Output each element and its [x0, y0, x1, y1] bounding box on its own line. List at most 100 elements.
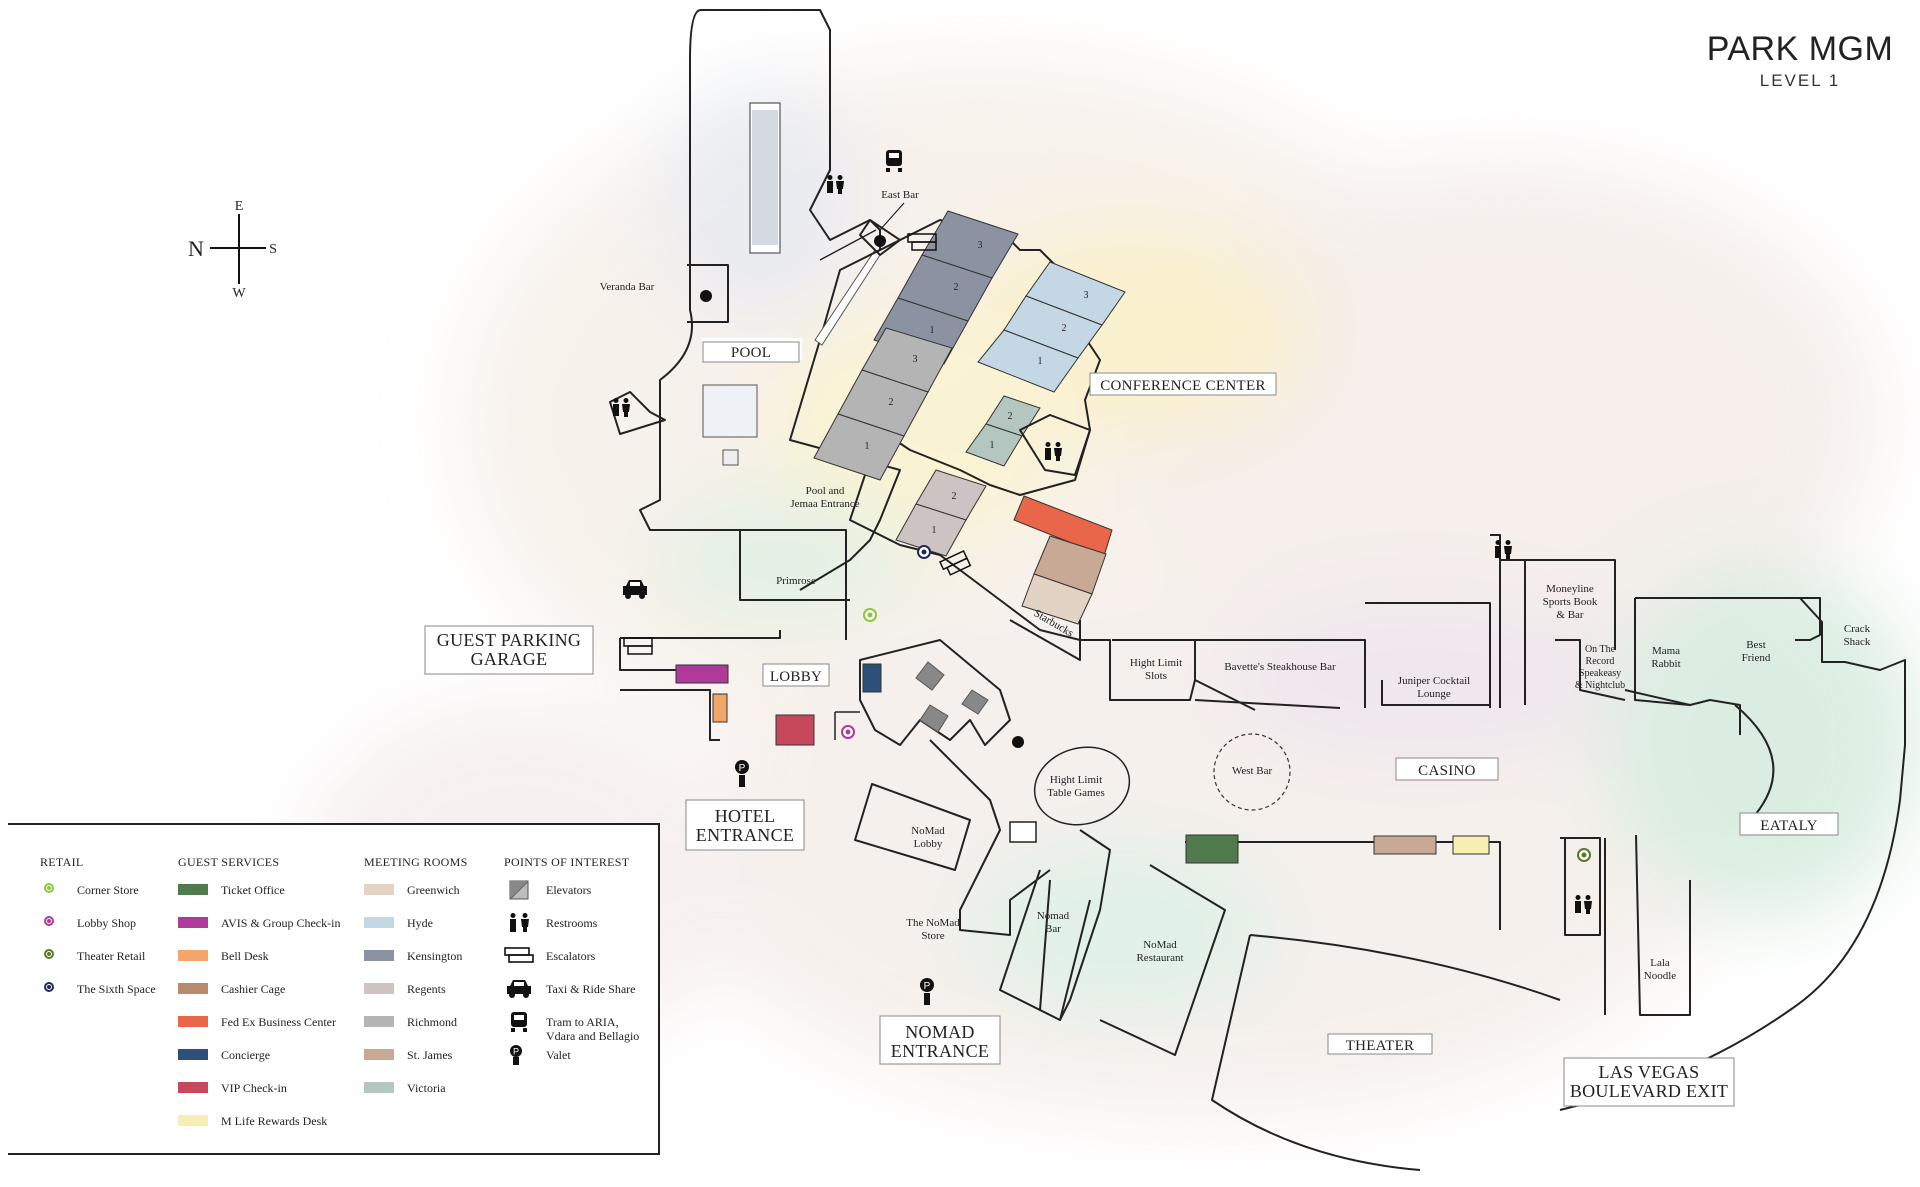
svg-text:2: 2	[889, 397, 894, 408]
label-veranda-bar: Veranda Bar	[600, 281, 655, 293]
legend-item: VIP Check-in	[178, 1081, 340, 1114]
map-title: PARK MGM	[1706, 30, 1894, 68]
legend-item: Elevators	[504, 880, 639, 916]
nomad-area	[854, 736, 1591, 1171]
label-high-limit-table-1: Hight Limit	[1050, 774, 1102, 786]
legend-item: Theater Retail	[40, 949, 156, 982]
svg-text:3: 3	[978, 240, 983, 251]
label-crack-shack-2: Shack	[1844, 636, 1871, 648]
legend-guest-services-heading: GUEST SERVICES	[178, 855, 280, 869]
label-nomad-store-2: Store	[921, 930, 944, 942]
label-on-the-record-1: On The	[1585, 644, 1616, 655]
label-nomad-lobby-1: NoMad	[911, 825, 945, 837]
legend-item: Taxi & Ride Share	[504, 979, 639, 1015]
label-west-bar: West Bar	[1232, 765, 1273, 777]
legend-points-of-interest: POINTS OF INTEREST Elevators Restrooms E…	[504, 855, 639, 1081]
label-on-the-record-4: & Nightclub	[1575, 680, 1625, 691]
svg-text:1: 1	[932, 525, 937, 536]
legend-item: Tram to ARIA,Vdara and Bellagio	[504, 1012, 639, 1048]
label-high-limit-slots-1: Hight Limit	[1130, 657, 1182, 669]
legend-item: Lobby Shop	[40, 916, 156, 949]
label-best-friend-2: Friend	[1742, 652, 1771, 664]
label-mama-rabbit-2: Rabbit	[1651, 658, 1680, 670]
legend: RETAIL Corner Store Lobby Shop Theater R…	[8, 823, 660, 1155]
taxi-icon	[504, 979, 534, 999]
label-pool-jemaa-1: Pool and	[806, 485, 845, 497]
label-nomad-entrance-2: ENTRANCE	[891, 1041, 989, 1061]
escalator-icon	[504, 946, 534, 966]
restroom-icon	[827, 175, 844, 194]
label-juniper-1: Juniper Cocktail	[1398, 675, 1470, 687]
valet-icon: P	[735, 760, 749, 787]
label-crack-shack-1: Crack	[1844, 623, 1871, 635]
legend-item: Bell Desk	[178, 949, 340, 982]
label-lv-blvd-1: LAS VEGAS	[1599, 1062, 1700, 1082]
legend-retail-heading: RETAIL	[40, 855, 84, 869]
label-conference-center: CONFERENCE CENTER	[1100, 378, 1266, 394]
label-guest-parking-1: GUEST PARKING	[437, 630, 581, 650]
label-pool: POOL	[731, 345, 771, 361]
legend-item: Greenwich	[364, 883, 468, 916]
legend-guest-services: GUEST SERVICES Ticket Office AVIS & Grou…	[178, 855, 340, 1147]
svg-text:3: 3	[1084, 290, 1089, 301]
compass: E W N S	[188, 199, 277, 301]
map-level: LEVEL 1	[1759, 71, 1841, 90]
legend-item: P Valet	[504, 1045, 639, 1081]
elevator-icon	[504, 880, 534, 900]
label-moneyline-2: Sports Book	[1543, 596, 1598, 608]
restroom-icon	[1045, 442, 1062, 461]
label-best-friend-1: Best	[1746, 639, 1766, 651]
svg-text:2: 2	[954, 282, 959, 293]
legend-meeting-rooms-heading: MEETING ROOMS	[364, 855, 468, 869]
valet-icon: P	[504, 1045, 534, 1065]
conference-center	[813, 210, 1126, 625]
valet-icon: P	[920, 978, 934, 1005]
label-nomad-entrance-1: NOMAD	[905, 1022, 975, 1042]
legend-item: Victoria	[364, 1081, 468, 1114]
label-nomad-store-1: The NoMad	[906, 917, 960, 929]
label-pool-jemaa-2: Jemaa Entrance	[790, 498, 859, 510]
legend-item: Corner Store	[40, 883, 156, 916]
svg-text:2: 2	[952, 491, 957, 502]
label-nomad-restaurant-2: Restaurant	[1136, 952, 1183, 964]
escalator-icon	[907, 233, 937, 251]
label-nomad-bar-1: Nomad	[1037, 910, 1070, 922]
casino-walls	[959, 534, 1906, 1111]
label-on-the-record-2: Record	[1586, 656, 1615, 667]
label-hotel-entrance-1: HOTEL	[715, 806, 775, 826]
legend-item: Richmond	[364, 1015, 468, 1048]
svg-text:1: 1	[930, 325, 935, 336]
label-boxes	[424, 341, 1839, 1107]
legend-item: Kensington	[364, 949, 468, 982]
restroom-icon	[1495, 540, 1512, 559]
label-mama-rabbit-1: Mama	[1652, 645, 1680, 657]
restroom-icon	[504, 913, 534, 933]
svg-text:3: 3	[913, 354, 918, 365]
compass-west: W	[232, 286, 246, 301]
legend-item: AVIS & Group Check-in	[178, 916, 340, 949]
legend-item: Hyde	[364, 916, 468, 949]
label-bavettes: Bavette's Steakhouse Bar	[1224, 661, 1336, 673]
regents-rooms	[895, 469, 987, 557]
svg-text:P: P	[924, 981, 931, 992]
label-juniper-2: Lounge	[1417, 688, 1451, 700]
escalator-icon	[939, 550, 972, 576]
east-bar-area	[859, 202, 905, 256]
label-lv-blvd-2: BOULEVARD EXIT	[1570, 1081, 1728, 1101]
label-primrose: Primrose	[776, 575, 816, 587]
label-moneyline-3: & Bar	[1556, 609, 1584, 621]
legend-meeting-rooms: MEETING ROOMS Greenwich Hyde Kensington …	[364, 855, 468, 1114]
label-moneyline-1: Moneyline	[1546, 583, 1594, 595]
title-block: PARK MGM LEVEL 1	[1690, 30, 1910, 91]
svg-text:1: 1	[1038, 356, 1043, 367]
label-high-limit-slots-2: Slots	[1145, 670, 1167, 682]
legend-item: Regents	[364, 982, 468, 1015]
label-nomad-lobby-2: Lobby	[914, 838, 943, 850]
label-casino: CASINO	[1418, 763, 1476, 779]
legend-item: Escalators	[504, 946, 639, 982]
legend-retail: RETAIL Corner Store Lobby Shop Theater R…	[40, 855, 156, 1015]
greenwich-room	[1021, 573, 1093, 625]
room-numbers: 3 2 1 3 2 1 3 2 1 2 1 2 1	[865, 240, 1089, 536]
restroom-icon	[1575, 895, 1592, 914]
